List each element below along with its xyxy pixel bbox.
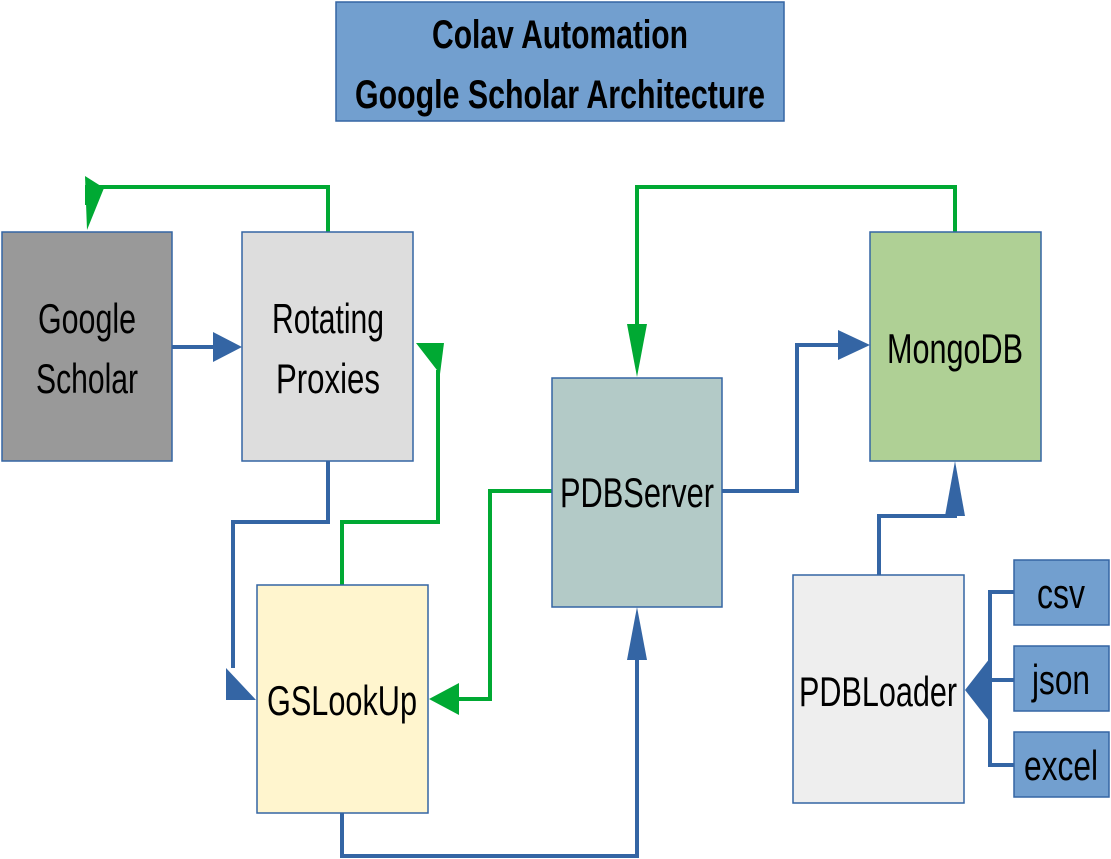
node-rotating-proxies: Rotating Proxies bbox=[241, 231, 414, 462]
connector-gslookup-to-pdbserver bbox=[340, 640, 639, 858]
google-scholar-label-line-1: Google bbox=[38, 295, 136, 342]
title-rect bbox=[335, 1, 785, 122]
connector-pdbloader-to-mongodb bbox=[877, 490, 957, 575]
arrowhead-pdbserver-to-gslookup bbox=[429, 683, 459, 715]
node-pdbloader: PDBLoader bbox=[792, 574, 965, 804]
connector-gslookup-to-proxies bbox=[340, 370, 440, 585]
arrowhead-scholar-to-proxies bbox=[213, 332, 242, 362]
node-excel: excel bbox=[1013, 731, 1110, 798]
excel-label: excel bbox=[1024, 742, 1098, 789]
arrowhead-gslookup-to-proxies bbox=[416, 343, 444, 374]
connector-proxies-to-scholar bbox=[85, 185, 330, 232]
arrowhead-gslookup-to-pdbserver bbox=[627, 607, 647, 660]
title-line-1: Colav Automation bbox=[432, 13, 688, 57]
pdbloader-box bbox=[792, 574, 965, 804]
arrowhead-pdbserver-to-mongodb bbox=[838, 330, 870, 360]
json-label: json bbox=[1030, 656, 1090, 703]
node-mongodb: MongoDB bbox=[869, 231, 1042, 462]
node-gslookup: GSLookUp bbox=[256, 584, 429, 814]
connector-pdbserver-to-mongodb bbox=[722, 343, 840, 493]
mongodb-box bbox=[869, 231, 1042, 462]
gslookup-label: GSLookUp bbox=[267, 677, 417, 724]
pdbloader-label: PDBLoader bbox=[799, 668, 957, 715]
json-box bbox=[1013, 645, 1110, 712]
google-scholar-label-line-2: Scholar bbox=[36, 355, 138, 402]
rotating-proxies-box bbox=[241, 231, 414, 462]
title-box: Colav Automation Google Scholar Architec… bbox=[335, 1, 785, 122]
arrowhead-proxies-to-scholar bbox=[85, 176, 104, 230]
arrowhead-files-to-pdbloader bbox=[965, 658, 990, 722]
csv-label: csv bbox=[1037, 570, 1085, 617]
rotating-proxies-label-line-2: Proxies bbox=[276, 355, 380, 402]
node-csv: csv bbox=[1013, 559, 1110, 626]
arrowhead-pdbloader-to-mongodb bbox=[945, 461, 965, 516]
gslookup-box bbox=[256, 584, 429, 814]
node-json: json bbox=[1013, 645, 1110, 712]
connector-files-to-pdbloader bbox=[988, 590, 1014, 767]
mongodb-label: MongoDB bbox=[887, 325, 1023, 372]
pdbserver-label: PDBServer bbox=[560, 469, 714, 516]
connector-pdbserver-to-gslookup bbox=[458, 489, 552, 701]
rotating-proxies-label-line-1: Rotating bbox=[272, 295, 384, 342]
connector-mongodb-to-pdbserver bbox=[635, 185, 957, 345]
pdbserver-box bbox=[551, 377, 723, 608]
arrowhead-mongodb-to-pdbserver bbox=[627, 324, 647, 377]
node-google-scholar: Google Scholar bbox=[1, 231, 173, 462]
csv-box bbox=[1013, 559, 1110, 626]
node-pdbserver: PDBServer bbox=[551, 377, 723, 608]
google-scholar-box bbox=[1, 231, 173, 462]
excel-box bbox=[1013, 731, 1110, 798]
connector-proxies-to-gslookup bbox=[231, 461, 330, 668]
arrowhead-proxies-to-gslookup bbox=[226, 668, 256, 700]
connectors bbox=[85, 176, 1014, 858]
title-line-2: Google Scholar Architecture bbox=[355, 73, 765, 117]
